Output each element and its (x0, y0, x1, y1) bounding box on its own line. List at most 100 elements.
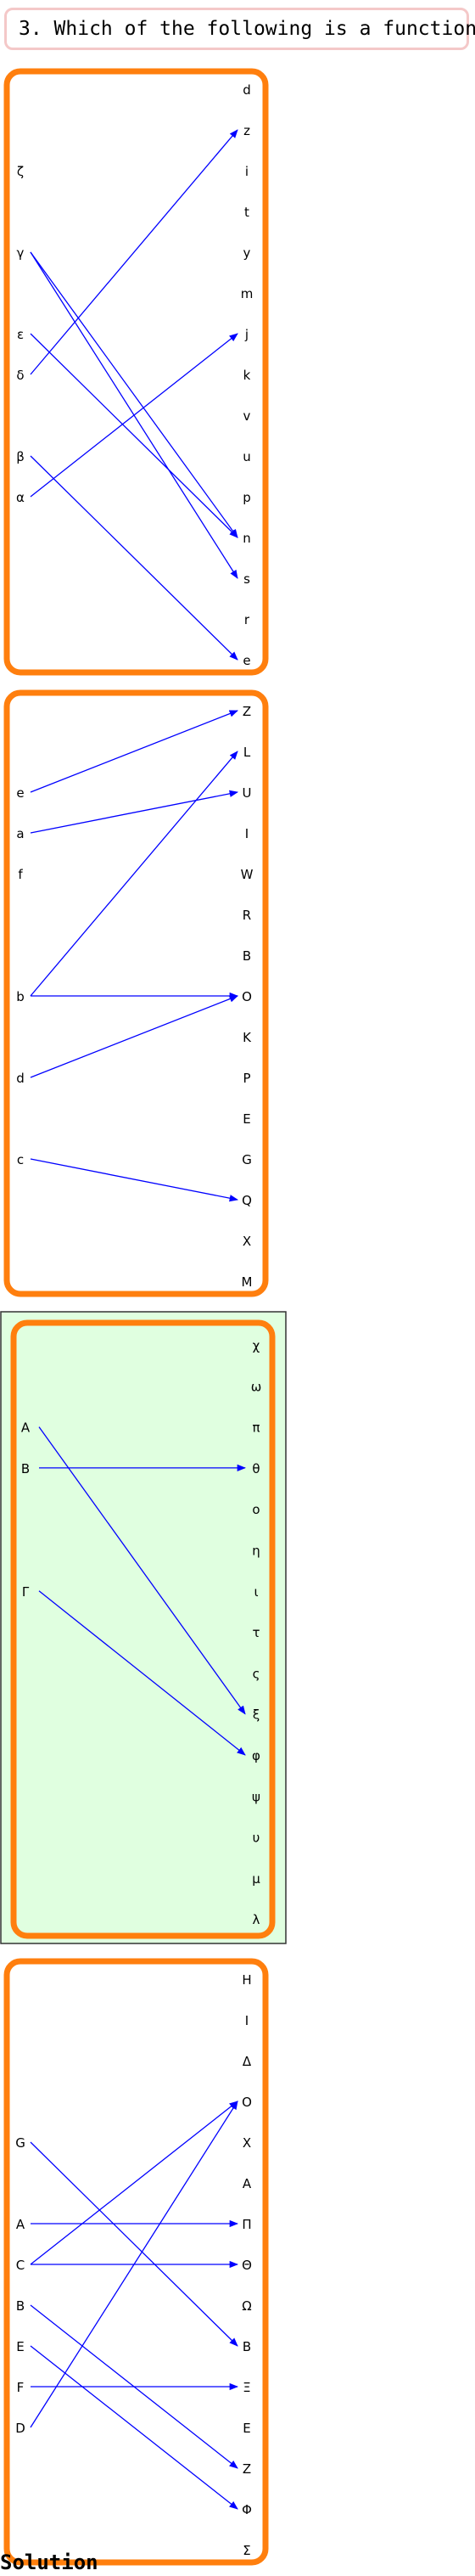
question-box: 3. Which of the following is a function: (4, 8, 475, 50)
domain-label: B (16, 2298, 25, 2314)
codomain-label: χ (253, 1338, 260, 1353)
domain-label: Γ (22, 1584, 30, 1600)
domain-label: F (17, 2380, 25, 2395)
codomain-label: G (242, 1152, 252, 1167)
codomain-label: t (244, 205, 249, 220)
codomain-label: I (245, 826, 249, 841)
domain-label: f (18, 867, 23, 882)
codomain-label: Δ (243, 2054, 252, 2069)
mapping-arrow (30, 2101, 238, 2265)
codomain-label: λ (253, 1912, 260, 1927)
codomain-label: Ω (242, 2298, 251, 2314)
codomain-label: u (243, 449, 251, 464)
codomain-label: X (243, 1234, 251, 1249)
codomain-label: Z (243, 2461, 251, 2477)
codomain-label: H (242, 1972, 251, 1988)
mapping-arrow (30, 333, 238, 538)
mapping-arrow (30, 710, 238, 793)
mapping-arrow (38, 1426, 246, 1715)
codomain-label: v (243, 408, 251, 424)
domain-label: α (16, 490, 25, 505)
domain-label: γ (17, 245, 25, 261)
codomain-label: R (243, 908, 251, 923)
solution-label: Solution (0, 2551, 98, 2574)
domain-label: E (16, 2339, 24, 2354)
codomain-label: X (243, 2135, 251, 2151)
codomain-label: Φ (242, 2502, 252, 2517)
codomain-label: U (243, 785, 252, 801)
codomain-label: e (243, 653, 250, 668)
codomain-label: d (243, 82, 251, 98)
codomain-label: Z (243, 704, 251, 719)
codomain-label: η (252, 1544, 260, 1559)
codomain-label: L (243, 745, 251, 760)
codomain-label: W (241, 867, 254, 882)
codomain-label: y (243, 245, 251, 261)
question-text: 3. Which of the following is a function: (19, 18, 475, 40)
codomain-label: π (252, 1420, 260, 1436)
mapping-arrow (30, 333, 238, 498)
codomain-label: τ (252, 1625, 260, 1640)
codomain-label: A (243, 2176, 252, 2191)
codomain-label: υ (253, 1831, 260, 1846)
domain-label: b (16, 989, 25, 1004)
diagram-frame (3, 68, 269, 676)
mapping-arrow (30, 129, 238, 375)
codomain-label: n (243, 531, 251, 546)
codomain-label: p (243, 490, 251, 505)
codomain-label: k (243, 368, 251, 383)
codomain-label: i (245, 164, 249, 179)
codomain-label: ξ (253, 1707, 260, 1723)
codomain-label: ς (253, 1666, 260, 1681)
mapping-arrow (30, 251, 238, 538)
domain-label: c (17, 1152, 24, 1167)
domain-label: a (16, 826, 24, 841)
codomain-label: E (243, 1111, 250, 1127)
mapping-arrow (30, 751, 238, 997)
codomain-label: P (243, 1071, 250, 1086)
domain-label: ζ (17, 164, 24, 179)
codomain-label: M (242, 1274, 253, 1290)
codomain-label: μ (252, 1871, 260, 1887)
codomain-label: ο (252, 1502, 260, 1517)
diagram-frame (3, 1958, 269, 2566)
domain-label: β (16, 449, 25, 464)
domain-label: δ (16, 368, 24, 383)
codomain-label: θ (252, 1461, 260, 1476)
mapping-arrow (30, 790, 239, 834)
mapping-arrow (30, 1158, 239, 1202)
domain-label: B (21, 1461, 30, 1476)
mapping-arrow (30, 995, 238, 1078)
codomain-label: O (242, 2095, 252, 2110)
codomain-label: B (243, 948, 251, 964)
domain-label: A (16, 2217, 25, 2232)
codomain-label: I (245, 2013, 249, 2028)
mapping-arrow (30, 2141, 238, 2347)
codomain-label: ι (254, 1584, 258, 1600)
codomain-label: O (242, 989, 252, 1004)
codomain-label: B (243, 2339, 251, 2354)
codomain-label: E (243, 2421, 250, 2436)
domain-label: d (16, 1071, 25, 1086)
mapping-arrow (30, 455, 238, 661)
codomain-label: ω (251, 1379, 262, 1394)
mapping-diagram-1[interactable]: d z i t y m j k v u p n s r e ζ γ ε δ β α (0, 68, 271, 679)
codomain-label: Θ (242, 2258, 252, 2273)
codomain-label: Σ (243, 2543, 250, 2558)
codomain-label: z (243, 123, 250, 138)
codomain-label: K (243, 1030, 252, 1045)
codomain-label: r (244, 612, 250, 627)
codomain-label: Π (242, 2217, 251, 2232)
codomain-label: m (241, 286, 254, 301)
codomain-label: s (243, 571, 250, 587)
mapping-arrow (38, 1590, 246, 1756)
codomain-label: φ (252, 1748, 260, 1763)
diagram-frame (3, 689, 269, 1297)
codomain-label: Ξ (243, 2380, 250, 2395)
codomain-label: j (244, 327, 249, 342)
codomain-label: Q (242, 1193, 252, 1208)
domain-label: ε (17, 327, 24, 342)
